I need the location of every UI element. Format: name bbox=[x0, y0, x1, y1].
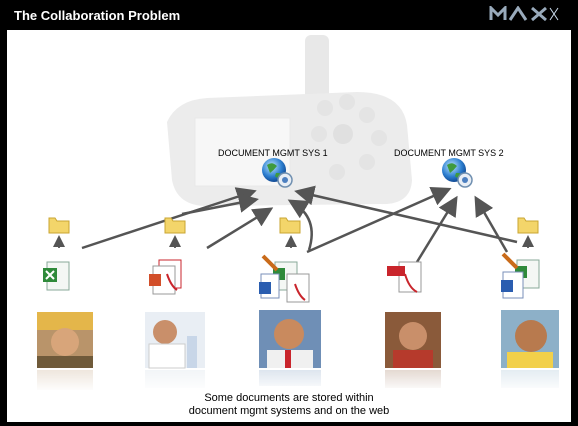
system-1-label: DOCUMENT MGMT SYS 1 bbox=[218, 148, 328, 158]
folder-icon bbox=[164, 217, 186, 234]
slide-canvas: DOCUMENT MGMT SYS 1 DOCUMENT MGMT SYS 2 … bbox=[7, 30, 571, 422]
folder-icon bbox=[48, 217, 70, 234]
pdf-doc-icon bbox=[387, 261, 422, 293]
caption-line-1: Some documents are stored within bbox=[204, 392, 374, 404]
excel-doc-icon bbox=[43, 261, 70, 291]
caption: Some documents are stored within documen… bbox=[7, 392, 571, 418]
slide-title: The Collaboration Problem bbox=[14, 8, 181, 23]
folder-icon bbox=[517, 217, 539, 234]
collaboration-diagram bbox=[7, 35, 571, 392]
pdf-doc-icon bbox=[149, 259, 182, 295]
edit-doc-icon bbox=[259, 254, 310, 303]
globe-gear-icon bbox=[442, 158, 473, 188]
system-2-label: DOCUMENT MGMT SYS 2 bbox=[394, 148, 504, 158]
device-background bbox=[167, 35, 412, 206]
folder-icon bbox=[279, 217, 301, 234]
header-bar: The Collaboration Problem bbox=[0, 0, 578, 30]
edit-doc-icon bbox=[501, 252, 540, 299]
caption-line-2: document mgmt systems and on the web bbox=[188, 405, 390, 417]
max-logo bbox=[488, 6, 562, 22]
globe-gear-icon bbox=[262, 158, 293, 188]
